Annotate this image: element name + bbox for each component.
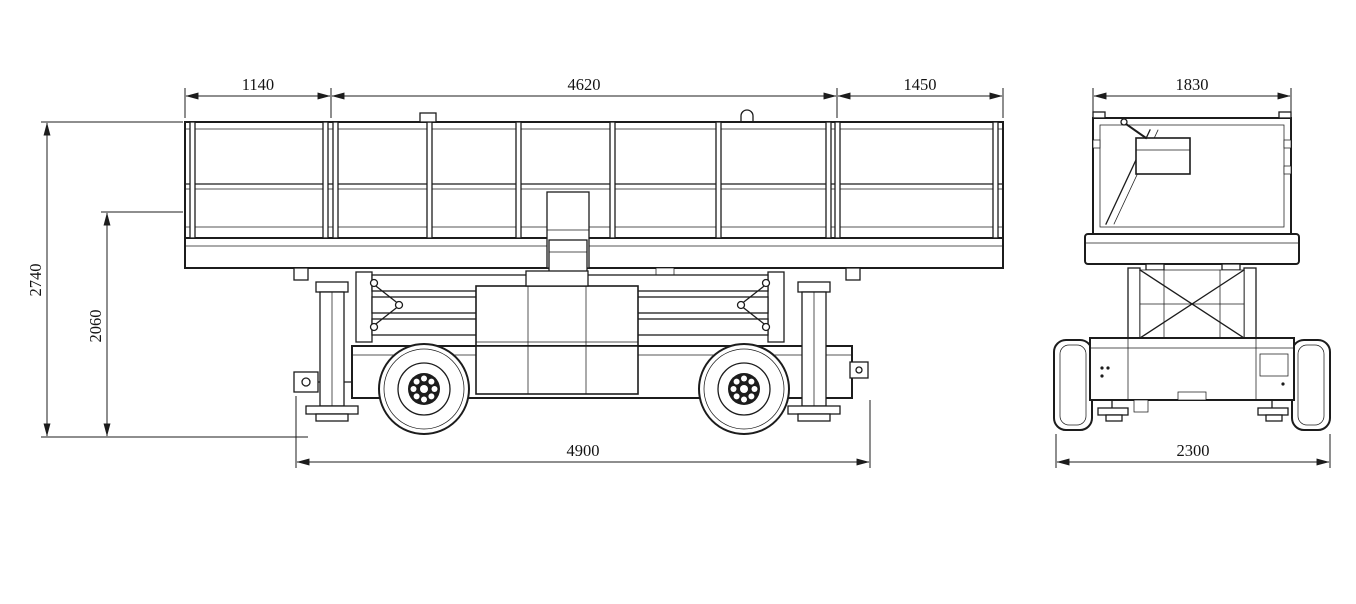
side-outrigger-left [305,281,359,422]
side-wheel-front [698,343,790,435]
side-center-module-front [475,345,639,395]
dim-label-1830: 1830 [1176,75,1209,94]
dim-label-2300: 2300 [1177,441,1210,460]
front-outrigger-right [1257,399,1289,422]
dim-label-1450: 1450 [904,75,937,94]
dim-label-1140: 1140 [242,75,274,94]
front-chassis [1089,337,1295,413]
dim-label-4620: 4620 [568,75,601,94]
rail-clamp [419,112,437,123]
front-wheel-left [1053,339,1093,431]
front-outrigger-left [1097,399,1129,422]
dim-label-4900: 4900 [567,441,600,460]
side-view: 1140 4620 1450 2740 2060 4900 [26,75,1004,468]
front-control-box [1120,118,1191,175]
side-entry-gate [546,191,590,279]
front-view: 1830 2300 [1053,75,1331,468]
front-deck [1084,233,1300,271]
rail-loop [740,109,754,123]
dim-label-2740: 2740 [26,264,45,297]
side-wheel-rear [378,343,470,435]
dim-label-2060: 2060 [86,310,105,343]
side-dimensions: 1140 4620 1450 2740 2060 4900 [26,75,1004,468]
front-platform [1092,111,1292,235]
front-wheel-right [1291,339,1331,431]
front-dimensions: 1830 2300 [1055,75,1331,468]
front-scissor-assembly [1127,267,1257,341]
side-platform [184,109,1004,281]
side-outrigger-right [787,281,841,422]
front-step [1133,399,1149,413]
